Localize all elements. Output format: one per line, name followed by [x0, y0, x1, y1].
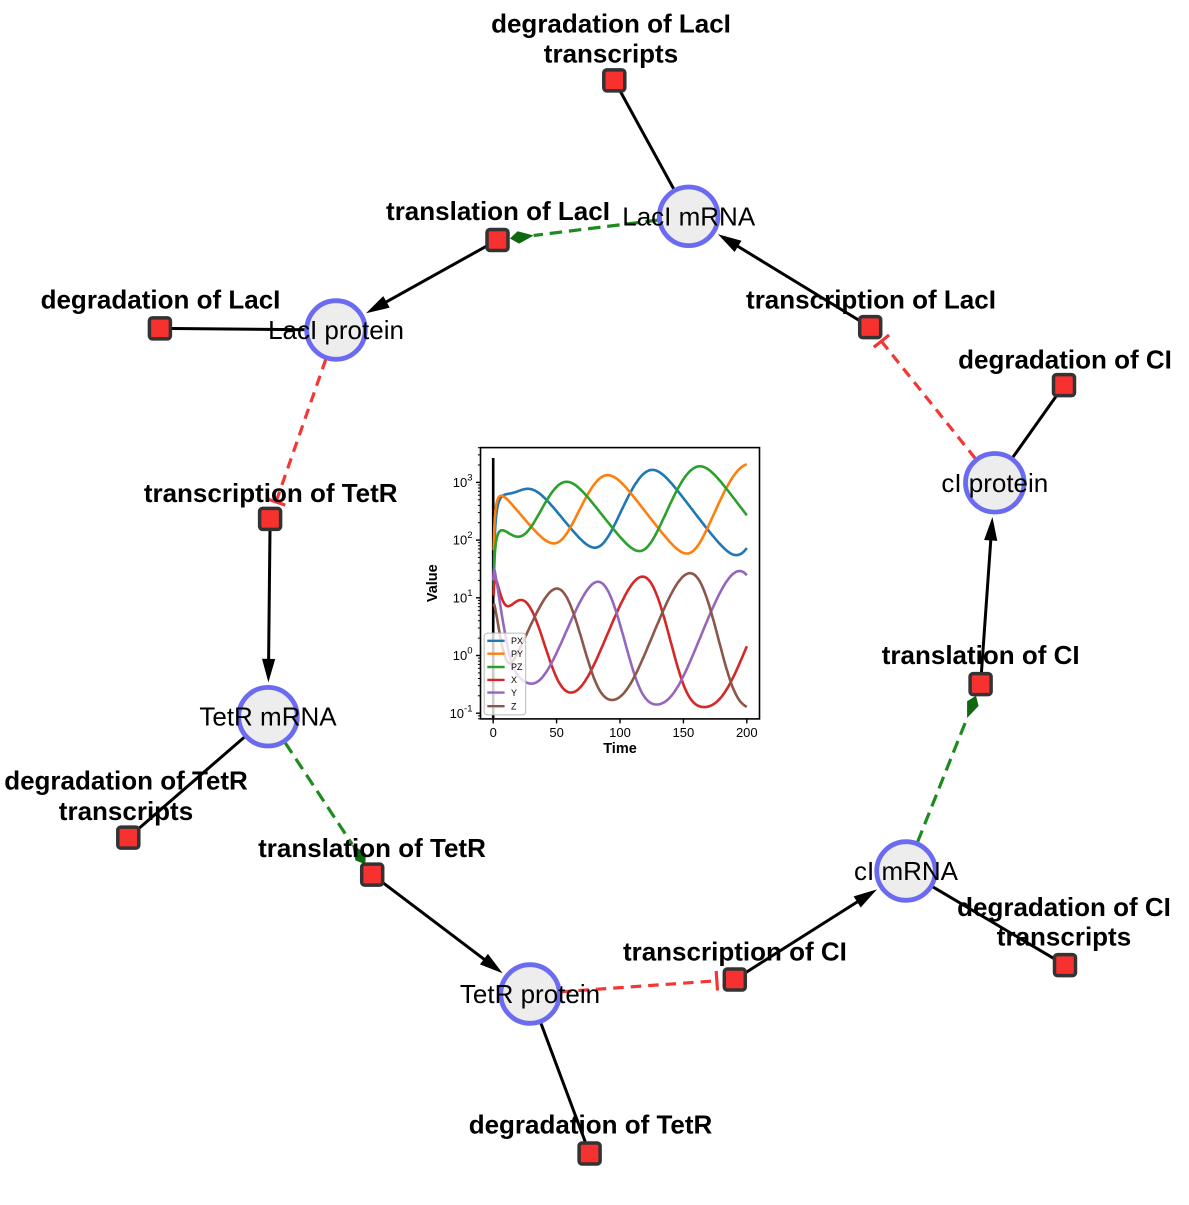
svg-text:translation of TetR: translation of TetR — [258, 833, 486, 863]
svg-text:PX: PX — [511, 636, 523, 646]
svg-text:transcription of LacI: transcription of LacI — [746, 285, 996, 315]
svg-text:degradation of LacI: degradation of LacI — [491, 9, 731, 39]
svg-text:Time: Time — [603, 741, 637, 757]
svg-text:degradation of CI: degradation of CI — [958, 345, 1172, 375]
svg-text:degradation of CI: degradation of CI — [957, 892, 1171, 922]
svg-text:degradation of LacI: degradation of LacI — [41, 285, 281, 315]
svg-text:150: 150 — [673, 725, 695, 740]
svg-text:transcripts: transcripts — [997, 922, 1131, 952]
svg-text:transcription of TetR: transcription of TetR — [144, 478, 398, 508]
svg-text:100: 100 — [609, 725, 631, 740]
svg-text:PY: PY — [511, 649, 523, 659]
svg-text:degradation of TetR: degradation of TetR — [4, 766, 248, 796]
svg-text:200: 200 — [736, 725, 758, 740]
svg-text:Value: Value — [425, 564, 441, 602]
svg-text:transcripts: transcripts — [59, 796, 193, 826]
svg-text:LacI mRNA: LacI mRNA — [622, 201, 756, 231]
svg-text:TetR mRNA: TetR mRNA — [199, 702, 337, 732]
svg-text:LacI protein: LacI protein — [268, 315, 404, 345]
svg-text:translation of CI: translation of CI — [882, 640, 1080, 670]
svg-text:Y: Y — [511, 688, 517, 698]
svg-text:transcription of CI: transcription of CI — [623, 937, 847, 967]
svg-text:50: 50 — [549, 725, 563, 740]
svg-text:PZ: PZ — [511, 662, 523, 672]
svg-text:degradation of TetR: degradation of TetR — [469, 1109, 713, 1139]
svg-text:TetR protein: TetR protein — [460, 979, 600, 1009]
svg-text:cI mRNA: cI mRNA — [854, 856, 959, 886]
svg-text:transcripts: transcripts — [544, 39, 678, 69]
svg-text:cI protein: cI protein — [941, 468, 1048, 498]
svg-text:translation of LacI: translation of LacI — [386, 196, 610, 226]
svg-text:Z: Z — [511, 701, 517, 711]
svg-text:X: X — [511, 675, 517, 685]
svg-text:0: 0 — [490, 725, 497, 740]
